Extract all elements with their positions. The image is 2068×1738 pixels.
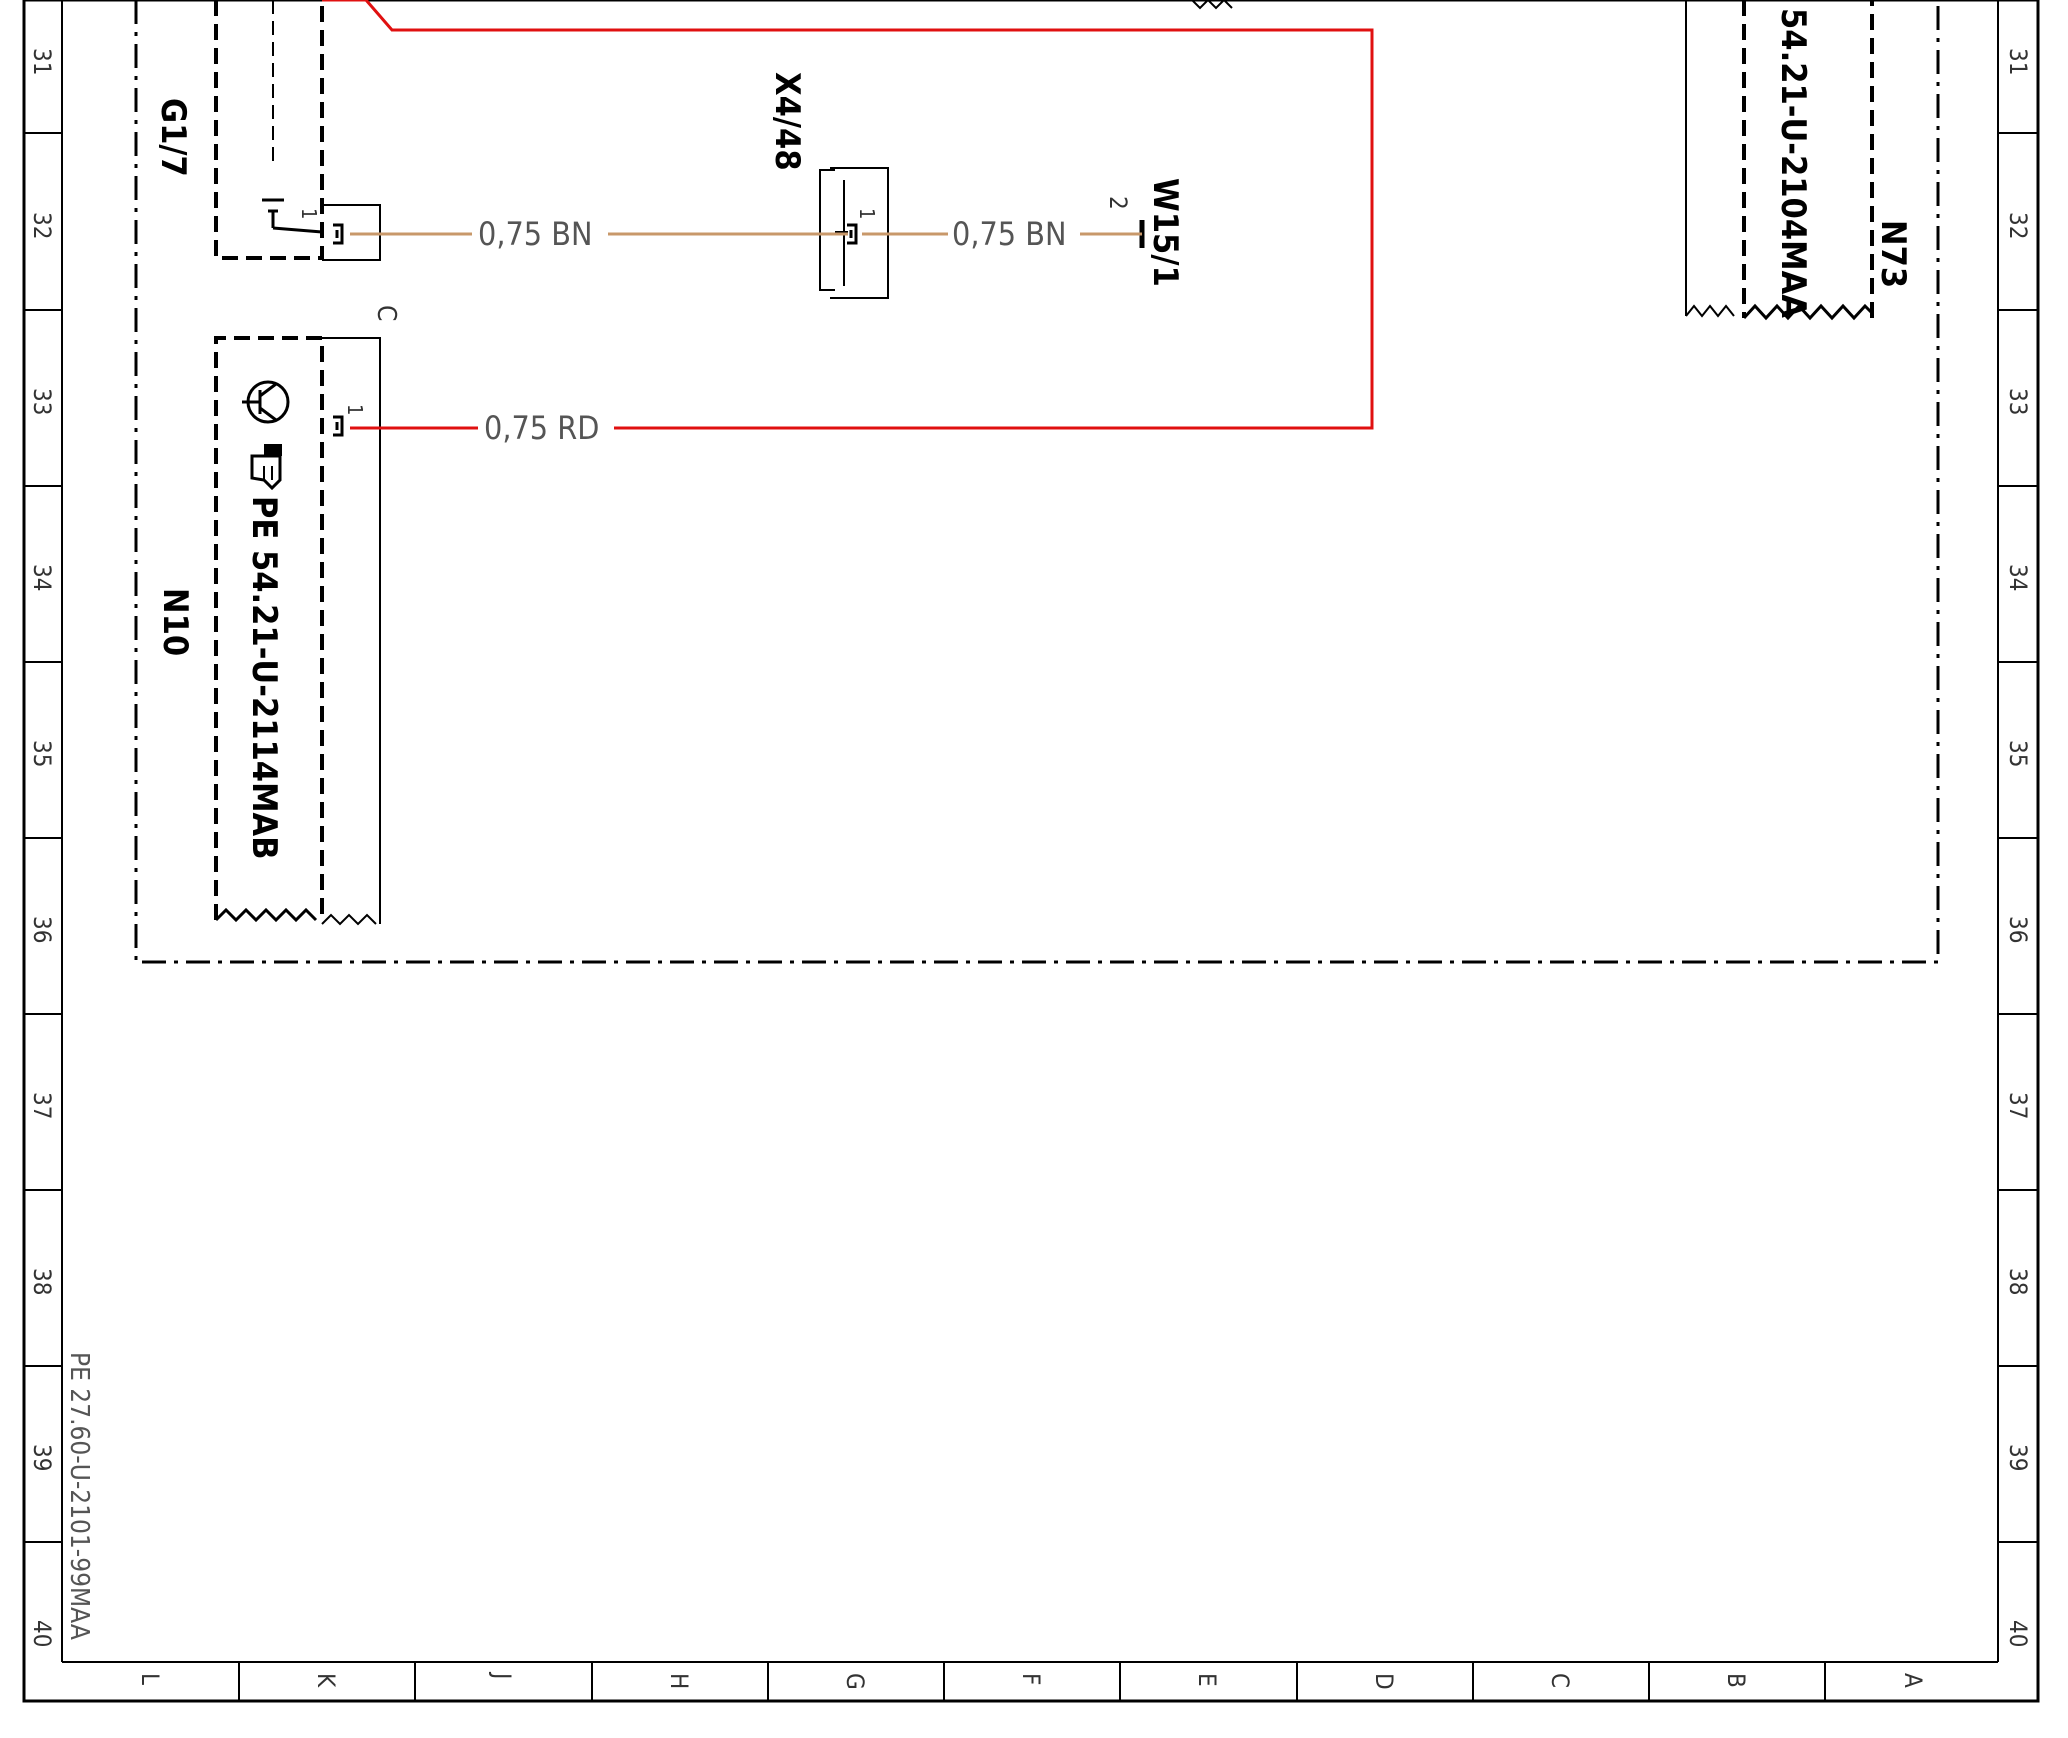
row-labels-right: 31 32 33 34 35 36 37 38 39 40 (2004, 48, 2032, 1647)
row-dividers (24, 132, 2038, 1543)
column-label: J (488, 1671, 516, 1679)
column-label: H (665, 1673, 693, 1689)
wire-red-1-label: 0,75 RD (484, 409, 599, 447)
row-label: 40 (28, 1620, 56, 1647)
row-label: 39 (28, 1444, 56, 1471)
column-label: A (1899, 1673, 1927, 1688)
transistor-icon (242, 380, 290, 424)
component-n73: 54.21-U-2104MAA N73 (1685, 0, 1913, 321)
row-label: 37 (2004, 1092, 2032, 1119)
column-label: L (136, 1673, 164, 1685)
row-label: 37 (28, 1092, 56, 1119)
n73-reference: 54.21-U-2104MAA (1773, 8, 1813, 318)
row-label: 35 (28, 740, 56, 767)
n10-reference: PE 54.21-U-2114MAB (244, 496, 284, 860)
row-label: 38 (28, 1268, 56, 1295)
column-dividers (238, 1662, 1826, 1701)
column-label: C (1546, 1673, 1574, 1688)
w15-1-pin-label: 2 (1104, 196, 1132, 210)
column-labels: L K J H G F E D C B A (136, 1671, 1927, 1690)
column-label: G (841, 1673, 869, 1690)
row-label: 38 (2004, 1268, 2032, 1295)
row-labels-left: 31 32 33 34 35 36 37 38 39 40 (28, 48, 56, 1647)
column-label: F (1017, 1673, 1045, 1685)
n10-label: N10 (155, 588, 195, 656)
wire-brown-2: 0,75 BN (862, 215, 1142, 253)
row-label: 36 (28, 916, 56, 943)
row-label: 32 (2004, 212, 2032, 239)
g1-7-label: G1/7 (153, 98, 193, 177)
connector-x4-48: 1 X4/48 (767, 72, 889, 299)
row-label: 32 (28, 212, 56, 239)
row-label: 31 (2004, 48, 2032, 75)
enclosure-boundary (134, 0, 1940, 964)
column-label: B (1722, 1673, 1750, 1688)
column-label: E (1193, 1673, 1221, 1687)
row-label: 34 (2004, 564, 2032, 591)
x4-48-pin-label: 1 (855, 208, 879, 219)
n10-connector-label: C (371, 305, 401, 321)
row-label: 36 (2004, 916, 2032, 943)
w15-1-label: W15/1 (1145, 178, 1185, 287)
row-label: 39 (2004, 1444, 2032, 1471)
wire-brown-1: 0,75 BN (350, 215, 848, 253)
component-n10: PE 54.21-U-2114MAB N10 C 1 (155, 305, 401, 926)
row-label: 35 (2004, 740, 2032, 767)
hand-pointer-icon (250, 444, 282, 491)
row-label: 40 (2004, 1620, 2032, 1647)
g1-7-pin-label: 1 (297, 208, 321, 219)
column-label: K (312, 1673, 340, 1688)
component-g1-7: 1 G1/7 (153, 0, 381, 261)
n10-pin-label: 1 (343, 404, 367, 415)
x4-48-label: X4/48 (767, 72, 807, 171)
row-label: 33 (28, 388, 56, 415)
drawing-frame (22, 0, 2040, 1703)
document-id: PE 27.60-U-2101-99MAA (64, 1352, 94, 1640)
row-label: 31 (28, 48, 56, 75)
ground-w15-1: 2 W15/1 (1104, 0, 1233, 287)
n73-label: N73 (1873, 220, 1913, 288)
wire-brown-1-label: 0,75 BN (478, 215, 593, 253)
wire-red-1: 0,75 RD (322, 0, 1374, 447)
wire-brown-2-label: 0,75 BN (952, 215, 1067, 253)
row-label: 34 (28, 564, 56, 591)
row-label: 33 (2004, 388, 2032, 415)
column-label: D (1370, 1673, 1398, 1690)
